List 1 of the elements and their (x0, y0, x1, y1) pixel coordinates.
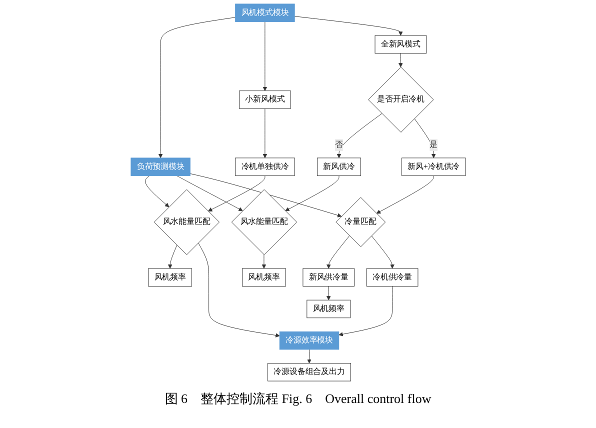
figure-caption: 图 6 整体控制流程 Fig. 6 Overall control flow (164, 390, 432, 408)
